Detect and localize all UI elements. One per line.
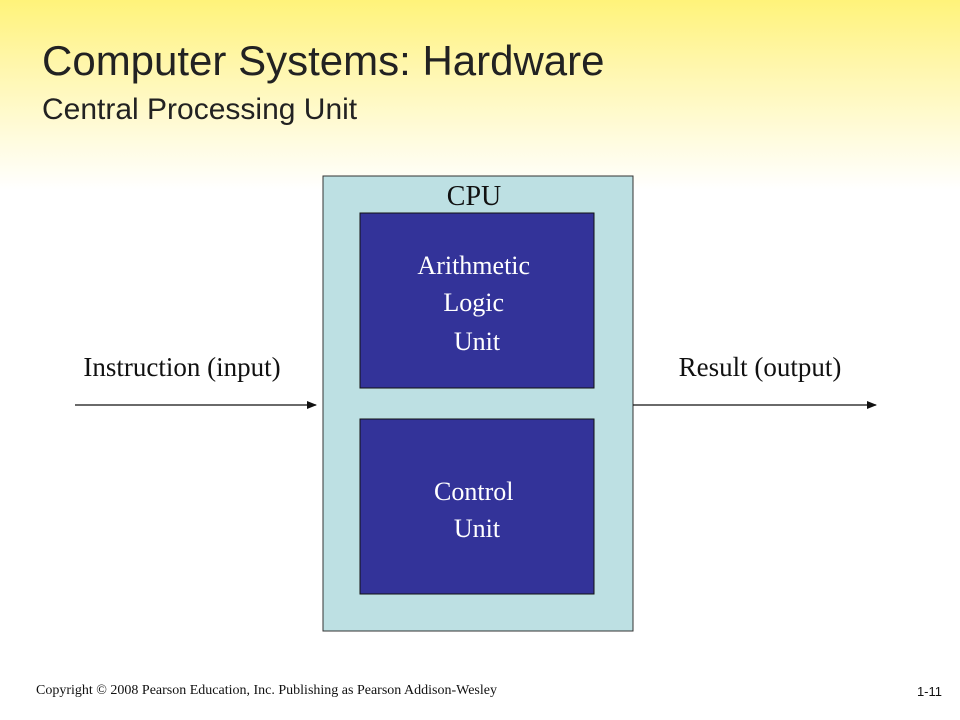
alu-box [359, 212, 595, 389]
alu-label-line-1: Arithmetic [417, 251, 530, 280]
slide-title: Computer Systems: Hardware [42, 37, 605, 84]
cpu-label: CPU [447, 181, 501, 212]
control-unit-label-line-2: Unit [454, 514, 501, 543]
control-unit-label-line-1: Control [434, 477, 513, 506]
slide-subtitle: Central Processing Unit [42, 93, 358, 126]
page-number: 1-11 [916, 684, 942, 699]
control-unit-box [359, 418, 595, 595]
control-unit-label: Control Unit [434, 477, 520, 543]
alu-label-line-2: Logic [443, 288, 504, 317]
copyright-notice: Copyright © 2008 Pearson Education, Inc.… [36, 683, 497, 698]
alu-label-line-3: Unit [454, 327, 501, 356]
output-label: Result (output) [679, 352, 842, 382]
alu-label: Arithmetic Logic Unit [417, 251, 536, 356]
input-label: Instruction (input) [83, 352, 280, 382]
